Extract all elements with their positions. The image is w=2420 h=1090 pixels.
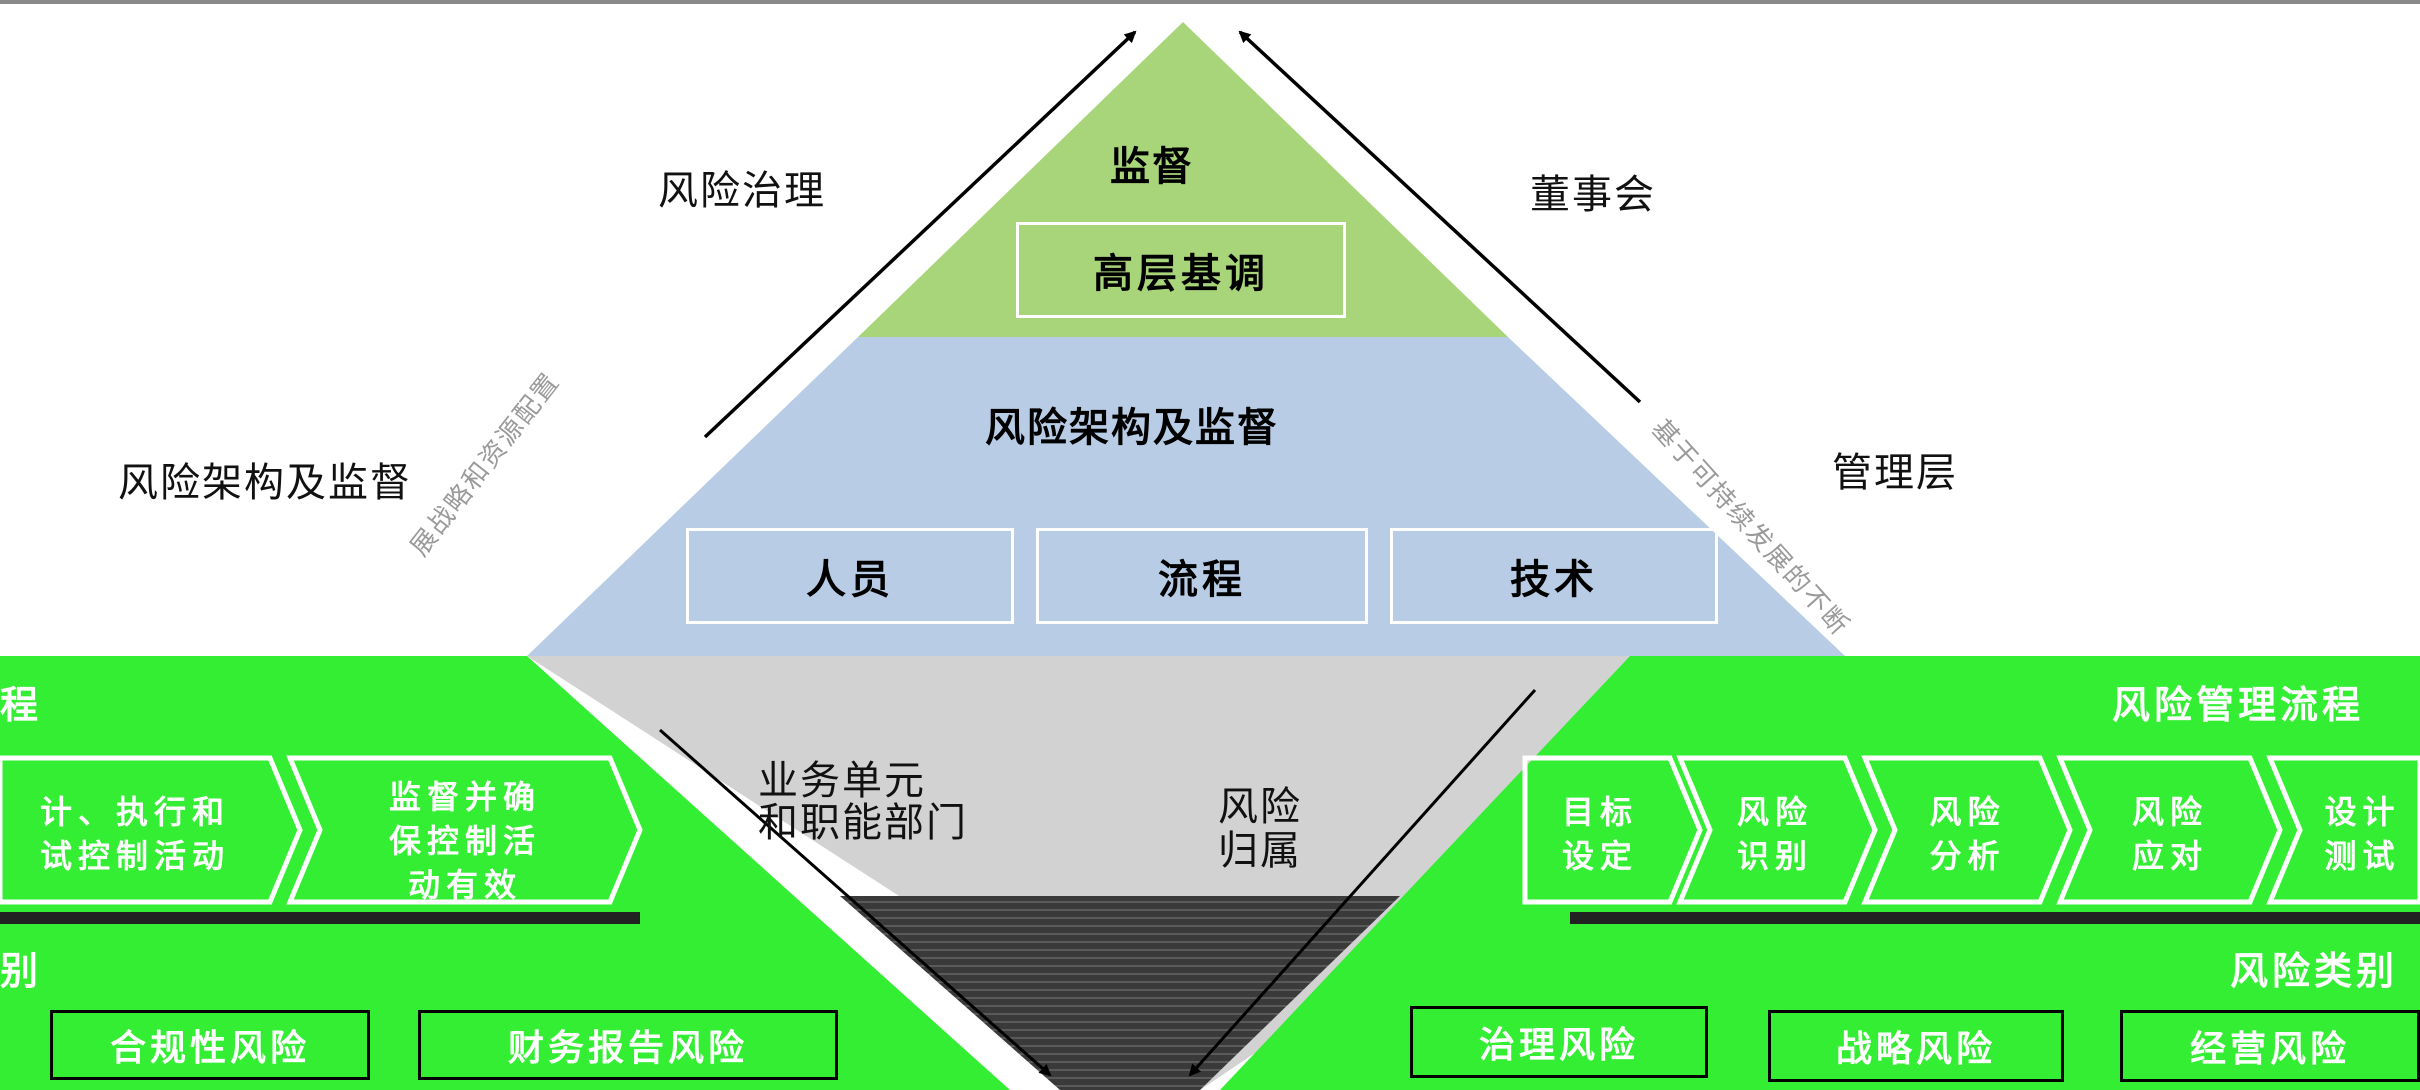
risk-box-financial-reporting: 财务报告风险 [418, 1010, 838, 1080]
tone-at-top-box: 高层基调 [1016, 222, 1346, 318]
business-units-line1: 业务单元 [758, 758, 926, 804]
left-panel-title: 程 [0, 683, 43, 727]
left-step-1: 计、执行和 试控制活动 [0, 790, 270, 878]
left-step-2-line3: 动有效 [407, 866, 522, 904]
management-label: 管理层 [1832, 450, 1958, 496]
right-chevron-4 [2056, 755, 2283, 905]
risk-governance-text: 治理风险 [1478, 1025, 1639, 1066]
left-step-2-line1: 监督并确 [388, 778, 541, 816]
pillar-process: 流程 [1036, 528, 1368, 624]
left-chevron-1 [0, 755, 303, 905]
right-chevron-3 [1861, 755, 2073, 905]
right-step-5-line1: 设计 [2324, 793, 2401, 831]
left-green-panel [0, 656, 1010, 1090]
left-step-2: 监督并确 保控制活 动有效 [330, 775, 600, 907]
right-step-1-line1: 目标 [1561, 793, 1638, 831]
left-step-1-line2: 试控制活动 [39, 837, 230, 875]
pillar-people: 人员 [686, 528, 1014, 624]
risk-operational-text: 经营风险 [2189, 1029, 2350, 1070]
right-step-3-line2: 分析 [1929, 837, 2006, 875]
left-chevron-2 [286, 755, 643, 905]
right-panel-title: 风险管理流程 [2112, 683, 2365, 727]
risk-financial-reporting-text: 财务报告风险 [507, 1028, 748, 1069]
right-step-2-line1: 风险 [1736, 793, 1813, 831]
right-step-4: 风险 应对 [2095, 790, 2245, 878]
pyramid-middle [527, 337, 1845, 656]
right-separator [1570, 912, 2420, 924]
arrow-left-down [659, 728, 1052, 1077]
risk-ownership-line1: 风险 [1218, 784, 1302, 830]
arrow-right-down [1188, 688, 1537, 1077]
right-chevron-2 [1676, 755, 1878, 905]
left-step-1-line1: 计、执行和 [39, 793, 230, 831]
business-units-line2: 和职能部门 [758, 800, 968, 846]
pillar-process-text: 流程 [1158, 557, 1246, 603]
pillar-technology: 技术 [1390, 528, 1718, 624]
arrow-left-up [703, 30, 1137, 439]
right-step-1: 目标 设定 [1530, 790, 1670, 878]
right-step-2: 风险 识别 [1710, 790, 1840, 878]
risk-structure-label: 风险架构及监督 [118, 460, 412, 506]
top-border [0, 0, 2420, 4]
right-step-4-line1: 风险 [2131, 793, 2208, 831]
right-step-3-line1: 风险 [1929, 793, 2006, 831]
risk-box-compliance: 合规性风险 [50, 1010, 370, 1080]
board-label: 董事会 [1530, 172, 1656, 218]
risk-strategic-text: 战略风险 [1835, 1029, 1996, 1070]
risk-box-strategic: 战略风险 [1768, 1010, 2064, 1082]
pillar-people-text: 人员 [806, 557, 894, 603]
arrow-right-up [1238, 30, 1642, 404]
right-step-1-line2: 设定 [1561, 837, 1638, 875]
left-separator [0, 912, 640, 924]
right-panel-subtitle: 风险类别 [2230, 949, 2399, 993]
risk-compliance-text: 合规性风险 [109, 1028, 310, 1069]
right-green-panel [1220, 656, 2420, 1090]
right-step-5: 设计 测试 [2305, 790, 2420, 878]
inverted-triangle [527, 656, 1845, 1090]
left-step-2-line2: 保控制活 [388, 822, 541, 860]
right-step-3: 风险 分析 [1900, 790, 2035, 878]
right-step-4-line2: 应对 [2131, 837, 2208, 875]
right-step-2-line2: 识别 [1736, 837, 1813, 875]
right-chevron-1 [1522, 755, 1703, 905]
risk-structure-title: 风险架构及监督 [985, 405, 1279, 451]
risk-box-operational: 经营风险 [2120, 1010, 2420, 1082]
tone-at-top-text: 高层基调 [1093, 251, 1269, 297]
pillar-technology-text: 技术 [1510, 557, 1598, 603]
inverted-triangle-tip [840, 896, 1400, 1090]
risk-governance-label: 风险治理 [658, 168, 826, 214]
right-step-5-line2: 测试 [2324, 837, 2401, 875]
risk-ownership-line2: 归属 [1218, 828, 1302, 874]
risk-box-governance: 治理风险 [1410, 1006, 1708, 1078]
left-panel-subtitle: 别 [0, 949, 43, 993]
supervision-label: 监督 [1110, 144, 1194, 190]
right-chevron-5 [2266, 755, 2420, 905]
